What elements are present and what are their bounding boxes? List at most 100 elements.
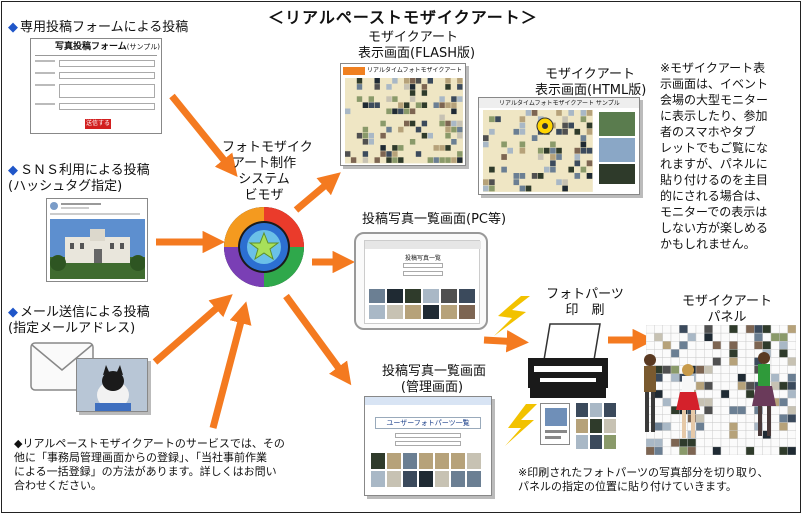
mosaic-tile: [398, 102, 404, 108]
panel-tile: [687, 332, 697, 342]
mosaic-tile: [421, 120, 428, 127]
panel-tile: [720, 325, 730, 334]
mosaic-tile: [586, 110, 593, 116]
mosaic-tile: [525, 185, 532, 192]
panel-tile: [704, 341, 713, 350]
panel-tile: [679, 341, 688, 350]
mosaic-tile: [433, 102, 439, 108]
panel-tile: [754, 341, 763, 350]
mosaic-tile: [451, 139, 457, 145]
panel-tile: [704, 325, 713, 334]
mosaic-tile: [580, 135, 587, 141]
panel-tile: [695, 341, 705, 350]
mosaic-tile: [483, 179, 489, 186]
mosaic-tile: [586, 128, 593, 135]
thumbnail-photo: [604, 419, 616, 433]
mosaic-tile: [398, 145, 404, 151]
mosaic-tile: [404, 78, 410, 84]
mosaic-tile: [501, 154, 507, 160]
print-label: フォトパーツ 印 刷: [546, 287, 624, 318]
panel-tile: [654, 332, 663, 342]
mosaic-tile: [451, 102, 457, 108]
mosaic-tile: [409, 139, 416, 145]
mosaic-tile: [439, 96, 445, 102]
thumbnail-photo: [576, 419, 588, 433]
mosaic-tile: [392, 96, 398, 102]
thumbnail-photo: [604, 435, 616, 449]
mosaic-tile: [537, 173, 544, 179]
mosaic-tile: [519, 128, 526, 135]
arrow-system-to-admin: [283, 293, 352, 386]
panel-tile: [779, 341, 788, 350]
panel-tile: [754, 325, 763, 334]
form-shot-header-note: (サンプル): [126, 43, 160, 51]
mosaic-tile: [392, 151, 398, 157]
mosaic-tile: [457, 84, 463, 90]
source-sub-mail: (指定メールアドレス): [8, 321, 136, 336]
mosaic-tile: [513, 173, 520, 179]
mosaic-tile: [362, 132, 369, 139]
panel-tile: [712, 341, 722, 350]
post-form-screenshot: 写真投稿フォーム(サンプル) 送信する: [30, 38, 162, 134]
mosaic-tile: [409, 78, 416, 84]
panel-tile: [720, 341, 730, 350]
sns-post-screenshot: [46, 198, 148, 282]
mosaic-tile: [415, 102, 422, 108]
flash-display-label: モザイクアート 表示画面(FLASH版): [358, 30, 476, 61]
thumbnail-photo: [419, 471, 433, 487]
panel-tile: [787, 341, 796, 350]
mosaic-tile: [489, 179, 495, 186]
mosaic-tile: [489, 116, 495, 123]
person-left: [644, 354, 656, 432]
thumbnail-photo: [435, 471, 449, 487]
mosaic-tile: [356, 78, 363, 84]
mosaic-tile: [489, 185, 495, 192]
mosaic-tile: [368, 102, 374, 108]
mosaic-tile: [398, 157, 404, 163]
admin-list-thumbnails: [371, 453, 481, 487]
mosaic-tile: [404, 108, 410, 115]
thumbnail-photo: [419, 453, 433, 469]
html-display-banner: リアルタイムフォトモザイクアート サンプル: [499, 100, 620, 107]
person-right: [752, 352, 776, 436]
mosaic-tile: [550, 160, 556, 167]
castle-photo-icon: [50, 219, 145, 279]
panel-tile: [720, 332, 730, 342]
thumbnail-photo: [441, 305, 457, 319]
mosaic-tile: [380, 151, 386, 157]
thumbnail-photo: [590, 419, 602, 433]
mosaic-tile: [409, 96, 416, 102]
panel-tile: [729, 332, 738, 342]
thumbnail-photo: [590, 435, 602, 449]
printed-multi-sheet: [576, 403, 616, 449]
form-submit-button[interactable]: 送信する: [85, 119, 111, 129]
thumbnail-photo: [403, 453, 417, 469]
mosaic-tile: [501, 141, 507, 148]
panel-tile: [745, 341, 755, 350]
panel-tile: [779, 325, 788, 334]
bullet-diamond-icon: ◆: [8, 20, 18, 35]
mosaic-tile: [513, 128, 520, 135]
admin-list-screenshot: ユーザーフォトパーツ一覧: [364, 396, 492, 496]
mosaic-tile: [386, 151, 392, 157]
paste-note: ※印刷されたフォトパーツの写真部分を切り取り、 パネルの指定の位置に貼り付けてい…: [518, 466, 769, 493]
mosaic-tile: [574, 147, 581, 154]
mosaic-tile: [580, 166, 587, 173]
mosaic-tile: [380, 120, 386, 127]
thumbnail-photo: [467, 453, 481, 469]
mosaic-tile: [415, 78, 422, 84]
mosaic-tile: [457, 120, 463, 127]
panel-tile: [670, 332, 680, 342]
thumbnail-photo: [459, 305, 475, 319]
person-center: [676, 364, 700, 438]
mosaic-tile: [537, 147, 544, 154]
mosaic-tile: [368, 132, 374, 139]
arrow-mail-to-system: [152, 294, 233, 365]
source-label-mail: ◆メール送信による投稿: [8, 305, 150, 320]
mosaic-tile: [574, 160, 581, 167]
mosaic-tile: [519, 173, 526, 179]
mosaic-tile: [525, 110, 532, 116]
mosaic-tile: [550, 154, 556, 160]
mosaic-tile: [445, 84, 451, 90]
